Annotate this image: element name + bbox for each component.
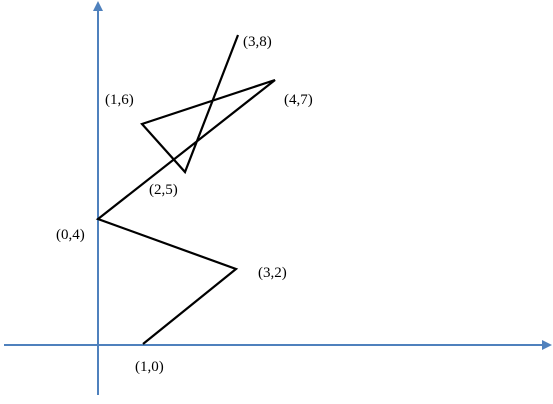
connecting-path: [95, 34, 276, 345]
point-label-3-2: (3,2): [258, 265, 287, 281]
point-label-2-5: (2,5): [149, 182, 178, 198]
point-label-4-7: (4,7): [284, 92, 313, 108]
point-label-3-8: (3,8): [243, 34, 272, 50]
point-label-1-0: (1,0): [135, 359, 164, 375]
point-label-1-6: (1,6): [105, 92, 134, 108]
point-label-0-4: (0,4): [56, 227, 85, 243]
